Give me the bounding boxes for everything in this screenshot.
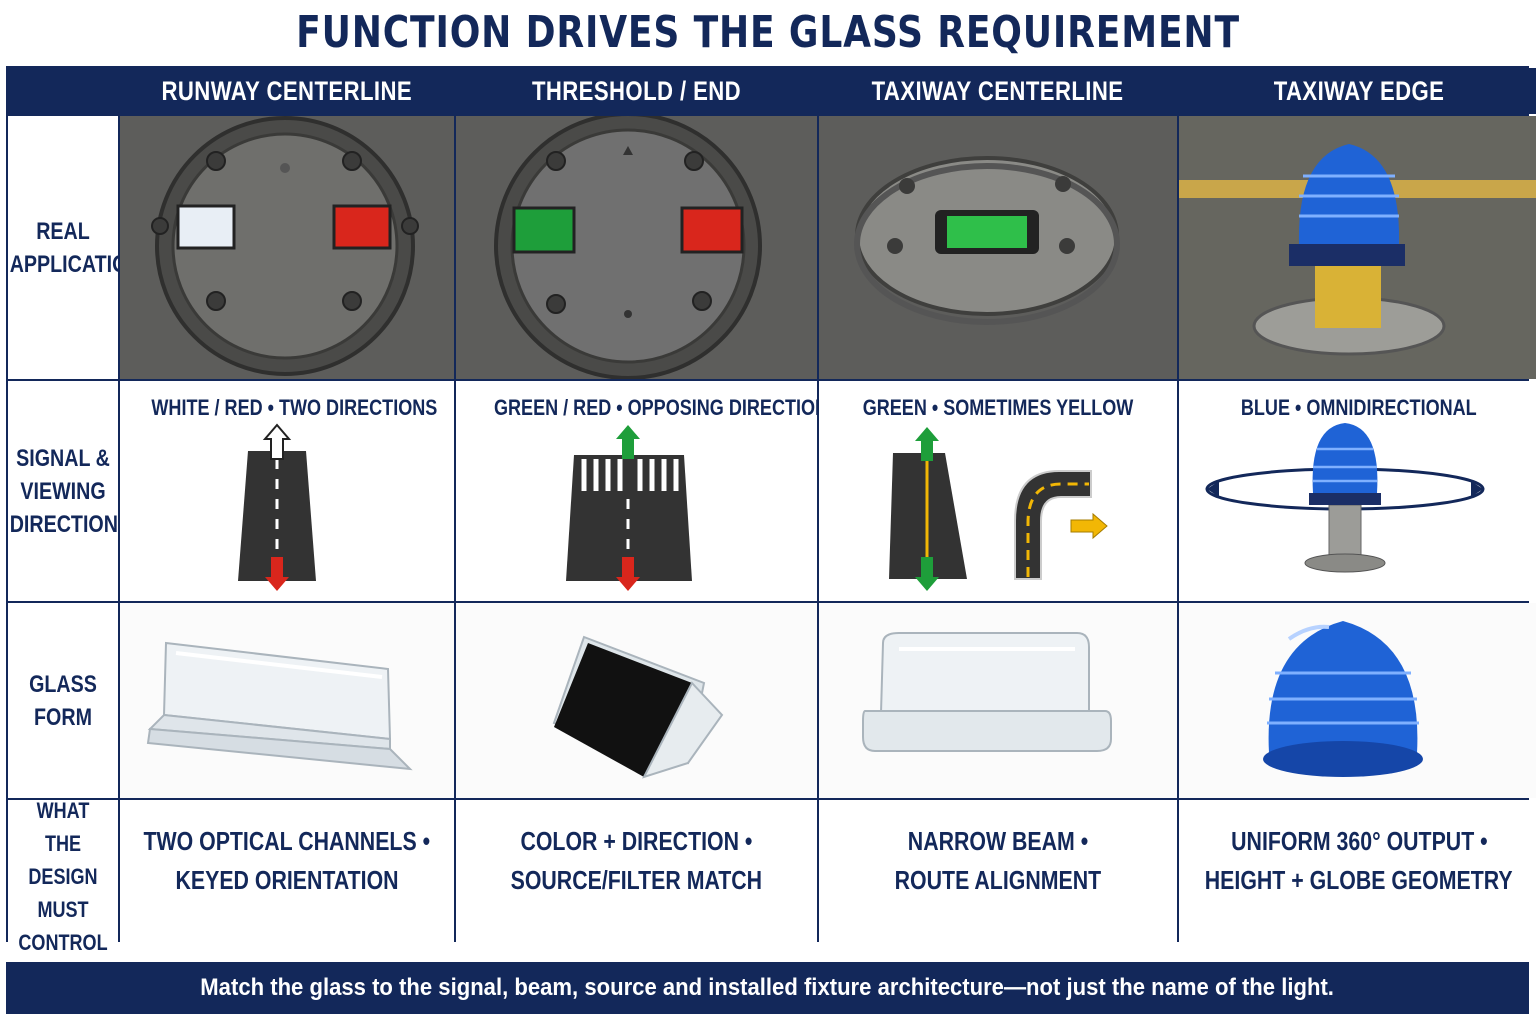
taxiway-centerline-glass-form [819,603,1177,798]
inset-light-fixture-image [456,116,817,379]
row-label-real-application: REAL APPLICATION [8,116,118,379]
inset-light-fixture-image [120,116,454,379]
threshold-direction-diagram [566,425,692,591]
taxiway-route-diagram [889,427,1108,591]
control-line-2: KEYED ORIENTATION [175,865,399,895]
taxiway-edge-signal-diagram: BLUE • OMNIDIRECTIONAL [1179,381,1536,601]
control-line-1: COLOR + DIRECTION • [520,826,753,856]
bidirectional-prism-glass [146,641,413,771]
signal-description: GREEN • SOMETIMES YELLOW [862,395,1134,420]
row-label-design-control: WHAT THE DESIGN MUST CONTROL [8,800,118,952]
runway-centerline-fixture-photo [120,116,454,379]
control-line-2: SOURCE/FILTER MATCH [510,865,763,895]
table-corner [8,68,118,114]
signal-description: WHITE / RED • TWO DIRECTIONS [151,395,438,420]
runway-centerline-glass-form [120,603,454,798]
narrow-beam-lens-glass [862,632,1112,752]
comparison-table: RUNWAY CENTERLINE THRESHOLD / END TAXIWA… [6,66,1536,952]
blue-globe-lens-glass [1263,621,1423,777]
threshold-end-design-control: COLOR + DIRECTION • SOURCE/FILTER MATCH [456,800,817,952]
runway-centerline-signal-diagram: WHITE / RED • TWO DIRECTIONS [120,381,454,601]
page-title: FUNCTION DRIVES THE GLASS REQUIREMENT [296,7,1240,58]
runway-centerline-design-control: TWO OPTICAL CHANNELS • KEYED ORIENTATION [120,800,454,952]
taxiway-centerline-signal-diagram: GREEN • SOMETIMES YELLOW [819,381,1177,601]
taxiway-centerline-design-control: NARROW BEAM • ROUTE ALIGNMENT [819,800,1177,952]
control-line-1: UNIFORM 360° OUTPUT • [1230,826,1488,856]
column-header-taxiway-edge: TAXIWAY EDGE [1179,68,1536,114]
taxiway-edge-design-control: UNIFORM 360° OUTPUT • HEIGHT + GLOBE GEO… [1179,800,1536,952]
row-label-signal-direction: SIGNAL & VIEWING DIRECTION [8,381,118,601]
taxiway-edge-fixture-photo [1179,116,1536,379]
control-line-1: NARROW BEAM • [907,826,1089,856]
runway-direction-diagram [238,423,316,591]
threshold-end-glass-form [456,603,817,798]
inset-light-fixture-image [819,116,1177,379]
signal-description: GREEN / RED • OPPOSING DIRECTIONS [493,395,817,420]
control-line-2: HEIGHT + GLOBE GEOMETRY [1205,865,1513,895]
signal-description: BLUE • OMNIDIRECTIONAL [1241,395,1477,420]
filtered-prism-glass [552,635,724,779]
control-line-1: TWO OPTICAL CHANNELS • [143,826,431,856]
column-header-runway-centerline: RUNWAY CENTERLINE [120,68,454,114]
control-line-2: ROUTE ALIGNMENT [894,865,1102,895]
footer-banner: Match the glass to the signal, beam, sou… [6,962,1529,1014]
omnidirectional-light-diagram [1205,423,1485,573]
column-header-taxiway-centerline: TAXIWAY CENTERLINE [819,68,1177,114]
threshold-end-signal-diagram: GREEN / RED • OPPOSING DIRECTIONS [456,381,817,601]
row-label-glass-form: GLASS FORM [8,603,118,798]
elevated-edge-light-image [1179,116,1536,379]
threshold-end-fixture-photo [456,116,817,379]
taxiway-edge-glass-form [1179,603,1536,798]
column-header-threshold-end: THRESHOLD / END [456,68,817,114]
taxiway-centerline-fixture-photo [819,116,1177,379]
